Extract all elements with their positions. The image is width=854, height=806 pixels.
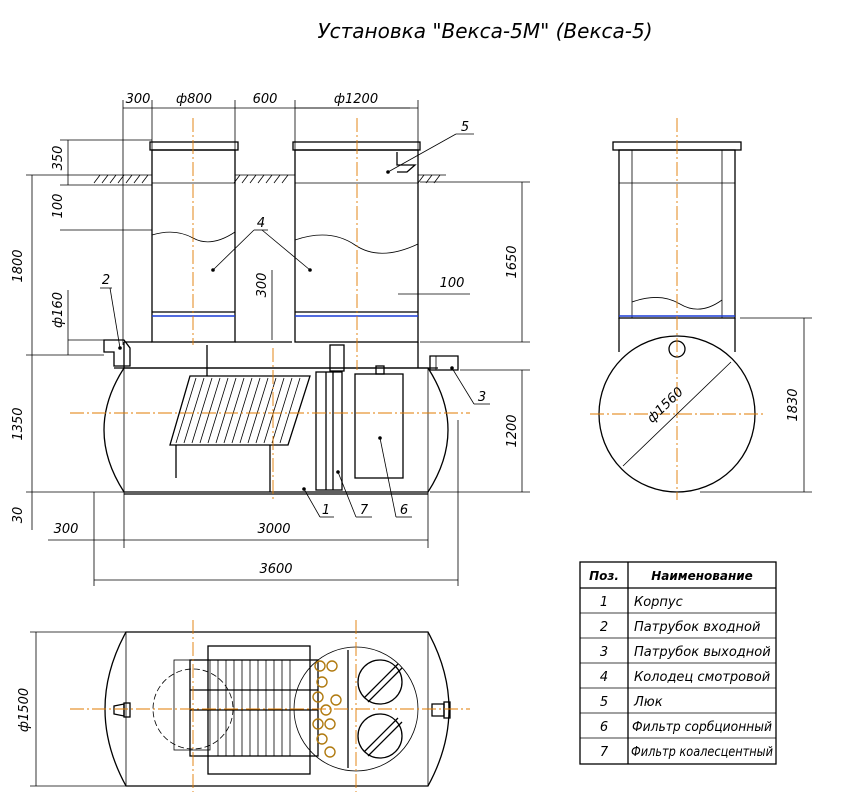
table-row-name: Патрубок выходной — [634, 645, 771, 660]
table-row-pos: 5 — [600, 695, 608, 710]
dim-300-bottom: 300 — [54, 522, 79, 537]
dim-1200-right: 1200 — [505, 414, 520, 447]
front-callouts: 1 2 3 4 5 6 7 — [100, 120, 490, 518]
dim-1560: ф1560 — [644, 385, 686, 426]
dim-1650: 1650 — [505, 245, 520, 278]
inspection-well-large — [292, 141, 421, 343]
table-row-name: Колодец смотровой — [634, 670, 770, 685]
outlet-pipe — [429, 355, 459, 371]
parts-table: Поз. Наименование 1 Корпус 2 Патрубок вх… — [579, 561, 777, 765]
table-row-name: Люк — [633, 695, 663, 710]
dim-300-top: 300 — [126, 92, 151, 107]
table-row-name: Корпус — [634, 595, 683, 610]
table-row-pos: 3 — [600, 645, 608, 660]
side-view: ф1560 1830 — [590, 118, 812, 500]
callout-3: 3 — [478, 390, 486, 405]
front-dimensions: 300 ф800 600 ф1200 350 100 1800 ф160 135… — [11, 92, 530, 586]
dim-600: 600 — [253, 92, 278, 107]
dim-3600: 3600 — [259, 562, 292, 577]
callout-1: 1 — [322, 503, 330, 518]
dim-800: ф800 — [176, 92, 212, 107]
dim-1350: 1350 — [11, 407, 26, 440]
table-row-pos: 7 — [600, 745, 609, 760]
table-row-pos: 1 — [600, 595, 608, 610]
table-row-pos: 4 — [600, 670, 608, 685]
table-row-name: Фильтр сорбционный — [632, 720, 772, 735]
callout-2: 2 — [102, 273, 110, 288]
inspection-well-small — [149, 141, 239, 343]
table-row-name: Патрубок входной — [634, 620, 760, 635]
callout-7: 7 — [360, 503, 369, 518]
coalescent-filter — [315, 344, 345, 491]
coalescing-grid — [169, 345, 311, 492]
dim-30: 30 — [11, 507, 26, 524]
dim-1800: 1800 — [11, 249, 26, 282]
dim-350: 350 — [51, 146, 66, 171]
drawing-title: Установка "Векса-5М" (Векса-5) — [317, 19, 652, 43]
dim-1200-top: ф1200 — [334, 92, 378, 107]
table-rows: 1 Корпус 2 Патрубок входной 3 Патрубок в… — [600, 595, 773, 760]
table-row-pos: 6 — [600, 720, 608, 735]
dim-100-right: 100 — [440, 276, 465, 291]
table-row-name: Фильтр коалесцентный — [631, 745, 773, 760]
sorption-filter — [354, 365, 404, 479]
table-row-pos: 2 — [600, 620, 608, 635]
callout-6: 6 — [400, 503, 408, 518]
dim-160: ф160 — [51, 292, 66, 328]
dim-3000: 3000 — [257, 522, 290, 537]
dim-1830: 1830 — [786, 388, 801, 421]
filter-dots — [312, 660, 342, 758]
inlet-pipe — [103, 339, 131, 367]
front-view: 300 ф800 600 ф1200 350 100 1800 ф160 135… — [11, 92, 530, 586]
ground-line — [93, 174, 446, 184]
table-header-pos: Поз. — [589, 569, 619, 583]
callout-4: 4 — [257, 216, 265, 231]
callout-5: 5 — [461, 120, 469, 135]
dim-100-left: 100 — [51, 194, 66, 219]
dim-300-mid: 300 — [255, 273, 270, 298]
plan-view: ф1500 — [17, 620, 470, 792]
dim-1500: ф1500 — [17, 688, 32, 732]
table-header-name: Наименование — [651, 569, 753, 583]
